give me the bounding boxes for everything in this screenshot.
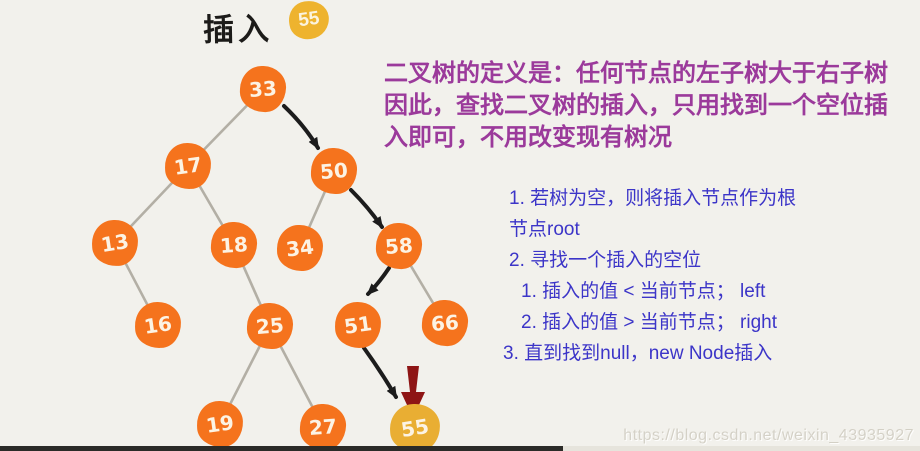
node-value: 50 — [319, 157, 349, 185]
node-value: 34 — [284, 234, 316, 262]
insertion-steps-list: 1. 若树为空，则将插入节点作为根 节点root 2. 寻找一个插入的空位 1.… — [503, 183, 903, 369]
node-value: 16 — [142, 311, 174, 339]
bottom-progress-bar — [0, 446, 563, 451]
step-1: 1. 若树为空，则将插入节点作为根 — [509, 188, 797, 209]
node-value: 25 — [255, 312, 285, 340]
node-value: 51 — [342, 311, 374, 339]
node-value: 66 — [430, 310, 460, 336]
step-3: 3. 直到找到null，new Node插入 — [503, 343, 773, 364]
bottom-progress-bar-remainder — [563, 446, 920, 451]
insertion-path-arrows — [282, 104, 398, 399]
node-value: 13 — [99, 228, 131, 258]
definition-line-3: 入即可，不用改变现有树况 — [384, 125, 672, 151]
step-2-sub-1: 1. 插入的值 < 当前节点； left — [521, 281, 766, 302]
node-value: 17 — [172, 152, 204, 180]
arrow-51-to-55 — [362, 346, 398, 399]
step-2: 2. 寻找一个插入的空位 — [509, 250, 702, 271]
node-value: 58 — [384, 233, 414, 259]
tree-node-25: 25 — [246, 302, 294, 350]
insert-value-label: 55 — [296, 7, 321, 32]
watermark-url: https://blog.csdn.net/weixin_43935927 — [623, 427, 914, 444]
node-value: 18 — [219, 232, 249, 258]
arrow-33-to-50 — [282, 104, 320, 150]
arrow-58-to-51 — [366, 266, 391, 296]
arrow-50-to-58 — [349, 188, 384, 229]
definition-text: 二叉树的定义是：任何节点的左子树大于右子树 因此，查找二叉树的插入，只用找到一个… — [384, 58, 920, 154]
step-1-cont: 节点root — [509, 219, 580, 240]
tree-node-55-inserted: 55 — [388, 402, 442, 451]
node-value: 27 — [308, 414, 338, 440]
step-2-sub-2: 2. 插入的值 > 当前节点； right — [521, 312, 778, 333]
node-value: 55 — [399, 413, 431, 443]
node-value: 19 — [204, 410, 236, 438]
definition-line-2: 因此，查找二叉树的插入，只用找到一个空位插 — [384, 93, 888, 119]
tree-node-50: 50 — [310, 147, 358, 195]
node-value: 33 — [248, 76, 278, 102]
tree-node-34: 34 — [276, 224, 324, 272]
definition-line-1: 二叉树的定义是：任何节点的左子树大于右子树 — [384, 61, 888, 87]
diagram-title: 插入 — [202, 11, 274, 48]
